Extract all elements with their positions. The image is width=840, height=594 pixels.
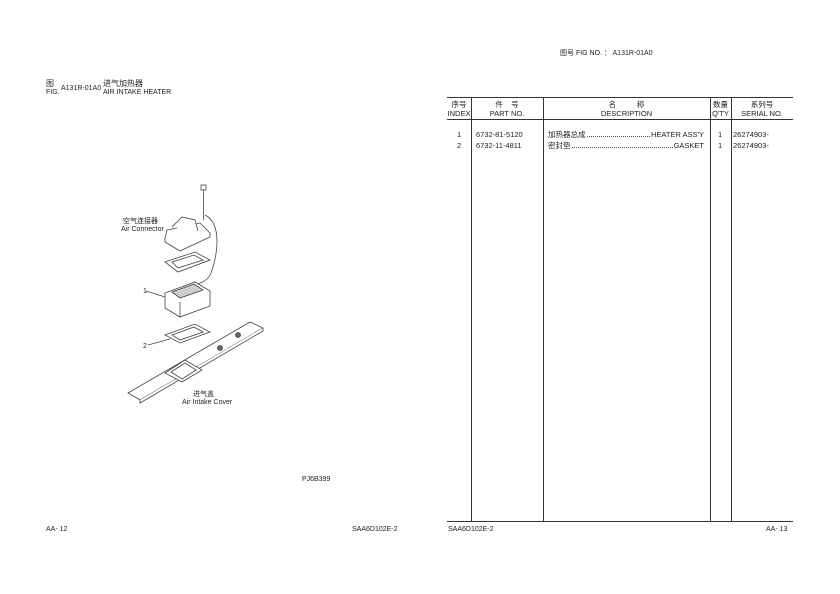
right-model: SAA6D102E-2 bbox=[448, 526, 494, 533]
callout-air-connector-cn: 空气连接器 bbox=[123, 218, 158, 225]
title-en: AIR INTAKE HEATER bbox=[103, 89, 172, 96]
left-model: SAA6D102E-2 bbox=[352, 526, 398, 533]
callout-item-1: 1 bbox=[143, 288, 147, 295]
fig-number: A131R-01A0 bbox=[61, 85, 102, 92]
fig-no-line: 图号 FIG NO. ： A131R-01A0 bbox=[560, 50, 653, 57]
callout-item-2: 2 bbox=[143, 343, 147, 350]
left-page-number: AA- 12 bbox=[46, 526, 68, 533]
callout-cover-cn: 进气盖 bbox=[193, 391, 214, 398]
exploded-parts-drawing bbox=[127, 184, 264, 404]
title-cn: 进气加热器 bbox=[103, 79, 143, 88]
drawing-code: PJ6B399 bbox=[302, 476, 331, 483]
callout-cover-en: Air Intake Cover bbox=[182, 399, 233, 406]
fig-label-en: FIG. bbox=[46, 89, 60, 96]
fig-label-cn: 图 bbox=[46, 79, 54, 88]
right-page-number: AA- 13 bbox=[766, 526, 788, 533]
callout-air-connector-en: Air Connector bbox=[121, 226, 164, 233]
